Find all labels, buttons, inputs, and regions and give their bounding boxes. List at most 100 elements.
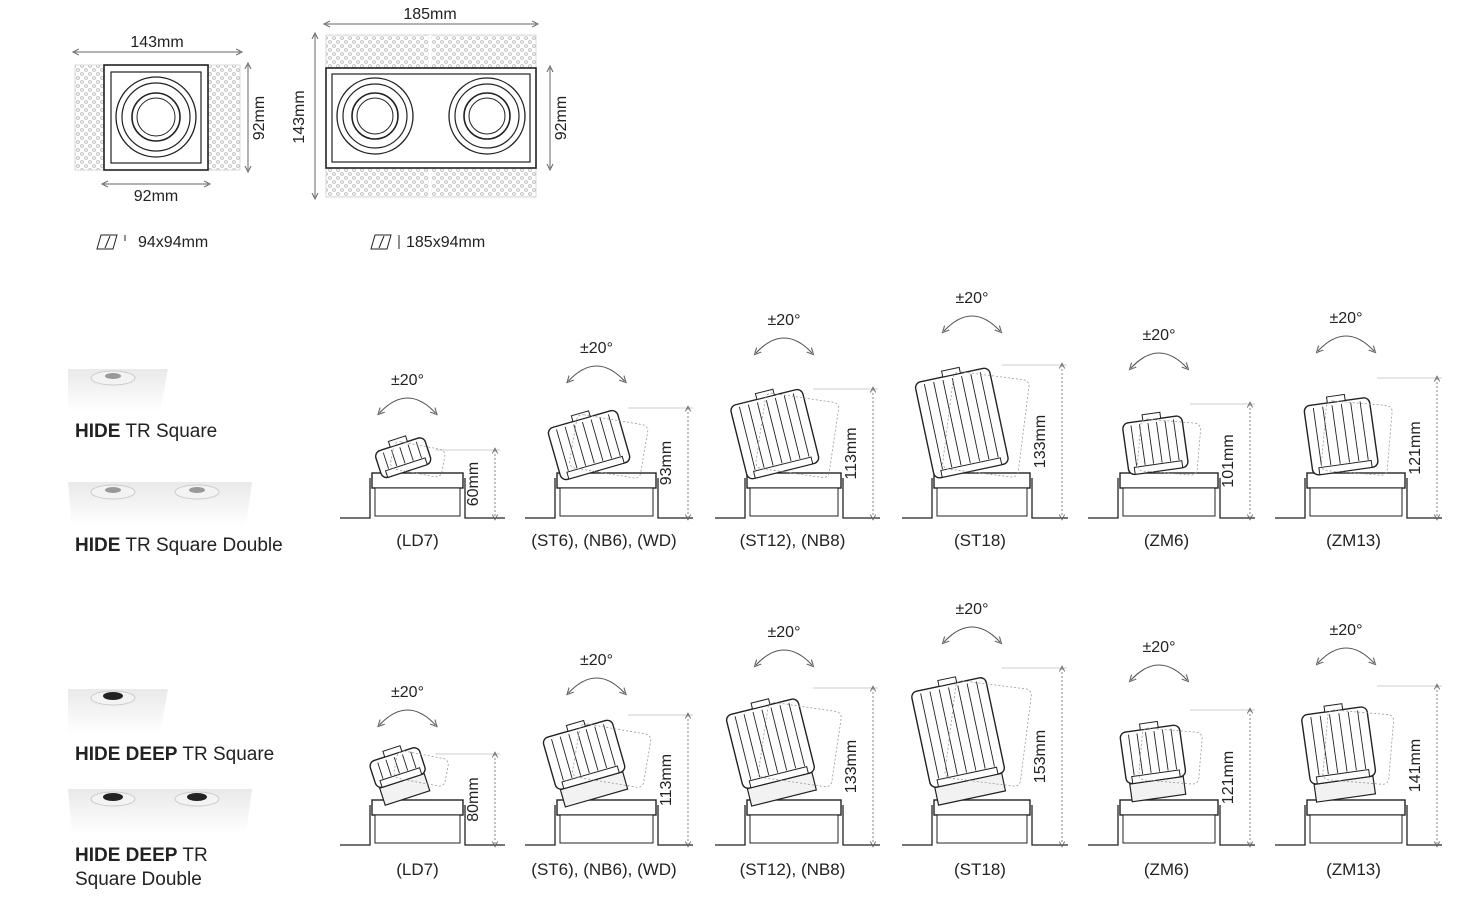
ghost-outline: [944, 680, 1032, 787]
product-title: HIDE DEEP TR: [75, 845, 208, 866]
lamp-head-ghost: [942, 371, 1030, 478]
heatsink-fin: [551, 738, 564, 781]
heatsink-fin: [582, 421, 595, 464]
section-5: ±20°121mm(ZM6): [1088, 639, 1255, 879]
ceiling-line: [1031, 478, 1068, 519]
lamp-head: [374, 435, 432, 479]
lamp-cap: [937, 676, 958, 687]
tilt-label: ±20°: [1143, 639, 1176, 656]
lamp-head-ghost: [944, 680, 1032, 787]
heatsink-fin: [1144, 732, 1152, 773]
trim-body: [936, 814, 1028, 844]
heatsink-fin: [585, 729, 599, 771]
product-title: HIDE TR Square Double: [75, 535, 283, 556]
ghost-outline: [393, 750, 449, 787]
ceiling-line: [1406, 805, 1442, 846]
single-inner-label: 92mm: [134, 188, 178, 205]
lamp-head: [914, 366, 1009, 479]
lamp-cap: [1323, 703, 1344, 713]
trim-body: [749, 814, 839, 844]
tilt-arc: [756, 337, 812, 353]
heatsink-fin: [1359, 401, 1369, 460]
height-label: 113mm: [843, 427, 860, 479]
heatsink-fin: [961, 376, 981, 462]
lamp-head: [730, 388, 820, 480]
heatsink-fin: [1329, 714, 1339, 773]
heatsink-fin: [1310, 717, 1320, 776]
ceiling-line: [525, 478, 556, 519]
heatsink-fin: [951, 377, 971, 464]
lamp-cap: [940, 366, 962, 378]
height-label: 93mm: [658, 441, 675, 485]
tilt-label: ±20°: [768, 624, 801, 641]
product-title: HIDE DEEP TR Square: [75, 744, 274, 765]
heatsink-fin: [590, 419, 604, 461]
trim-body: [749, 487, 839, 517]
lamp-cap: [570, 410, 591, 423]
heatsink-fin: [938, 689, 958, 775]
trim-box: [1306, 799, 1406, 816]
section-6: ±20°121mm(ZM13): [1275, 310, 1442, 550]
heatsink-fin: [393, 756, 400, 774]
lamp-head-ghost: [569, 414, 649, 479]
ceiling-line: [902, 805, 933, 846]
section-4: ±20°133mm(ST18): [902, 290, 1068, 550]
model-label: (ST18): [954, 531, 1006, 550]
trim-body: [374, 487, 461, 517]
heatsink-fin: [929, 691, 949, 777]
lamp-head: [725, 698, 818, 807]
lamp-cap: [1138, 720, 1159, 731]
trim-body: [374, 814, 461, 844]
model-label: (ZM6): [1144, 860, 1189, 879]
lamp-base: [936, 766, 999, 788]
hide-deep-tr-square-sections: ±20°80mm(LD7)±20°113mm(ST6), (NB6), (WD)…: [340, 601, 1442, 879]
double-trim-drawing: 185mm 143mm 92mm 185x94mm: [291, 6, 570, 251]
ceiling-line: [525, 805, 556, 846]
ceiling-line: [657, 478, 693, 519]
lamp-ring-icon: [115, 76, 197, 158]
heatsink-fin: [738, 406, 756, 471]
heatsink-fin: [734, 716, 752, 780]
ghost-outline: [942, 371, 1030, 478]
heatsink-fin: [783, 395, 801, 459]
tilt-label: ±20°: [391, 372, 424, 389]
ceiling-line: [657, 805, 693, 846]
trim-body: [1309, 814, 1403, 844]
ceiling-line: [464, 478, 505, 519]
tilt-arc: [944, 315, 1000, 331]
heatsink-fin: [923, 383, 943, 470]
lamp-head: [1119, 720, 1187, 803]
heatsink-fin: [1136, 733, 1144, 775]
heatsink-fin: [1347, 711, 1357, 771]
heatsink-fin: [1130, 425, 1138, 467]
lamp-head-ghost: [393, 750, 449, 787]
lamp-base: [1318, 459, 1373, 476]
lamp-head: [542, 719, 629, 808]
lamp-base: [561, 765, 620, 790]
heatsink-fin: [1153, 730, 1161, 772]
trim-body: [936, 487, 1028, 517]
trim-body: [1122, 814, 1216, 844]
double-cutout-label: 185x94mm: [406, 234, 485, 251]
section-3: ±20°133mm(ST12), (NB8): [715, 624, 880, 879]
heatsink-fin: [770, 707, 788, 771]
ceiling-line: [902, 478, 933, 519]
heatsink-fin: [568, 734, 582, 776]
trim-body: [559, 487, 654, 517]
heatsink-fin: [975, 681, 995, 767]
model-label: (ZM6): [1144, 531, 1189, 550]
heatsink-fin: [385, 759, 392, 777]
ceiling-line: [1406, 478, 1442, 519]
heatsink-fin: [599, 416, 613, 459]
tilt-label: ±20°: [391, 684, 424, 701]
lamp-base: [566, 455, 625, 480]
heatsink-fin: [1172, 419, 1180, 461]
trim-body: [1122, 487, 1216, 517]
ghost-outline: [572, 723, 652, 788]
tilt-arc: [944, 626, 1000, 642]
heatsink-fin: [402, 754, 409, 771]
ceiling-line: [1088, 805, 1119, 846]
ceiling-line: [842, 805, 880, 846]
tilt-label: ±20°: [580, 340, 613, 357]
lamp-base: [384, 457, 428, 479]
